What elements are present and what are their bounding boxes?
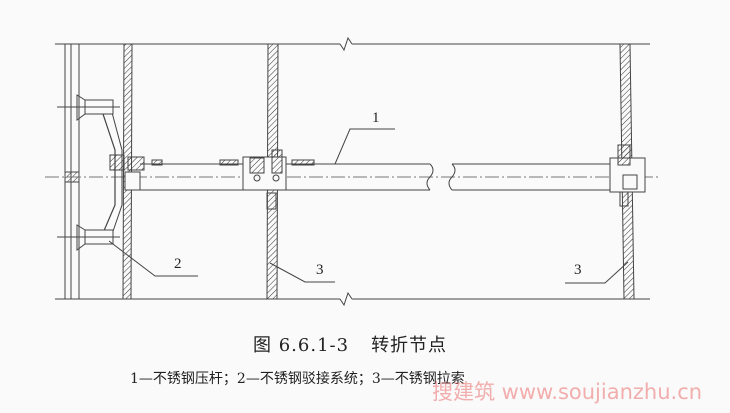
top-boundary-line: [55, 36, 650, 52]
leader-3a: [269, 262, 335, 283]
spider-fitting: [57, 94, 145, 251]
label-1: 1: [372, 110, 380, 126]
leader-3b: [565, 261, 629, 284]
figure-title: 图 6.6.1-3 转折节点: [253, 331, 469, 357]
label-3-right: 3: [574, 262, 582, 278]
watermark: 搜建筑 www.soujianzhu.cn: [432, 380, 703, 404]
compression-rod: [140, 159, 612, 191]
cable-clamp-middle: [242, 149, 287, 210]
label-3-middle: 3: [316, 262, 324, 278]
leader-1: [334, 128, 395, 165]
figure-caption: 转折节点: [371, 335, 448, 356]
cable-clamp-right: [609, 144, 646, 207]
bottom-boundary-line: [55, 291, 650, 307]
leader-2: [108, 240, 198, 277]
figure-number: 图 6.6.1-3: [253, 335, 350, 356]
label-2: 2: [174, 256, 182, 272]
figure-legend: 1—不锈钢压杆；2—不锈钢驳接系统；3—不锈钢拉索: [130, 371, 465, 387]
glass-panel: [64, 44, 80, 299]
